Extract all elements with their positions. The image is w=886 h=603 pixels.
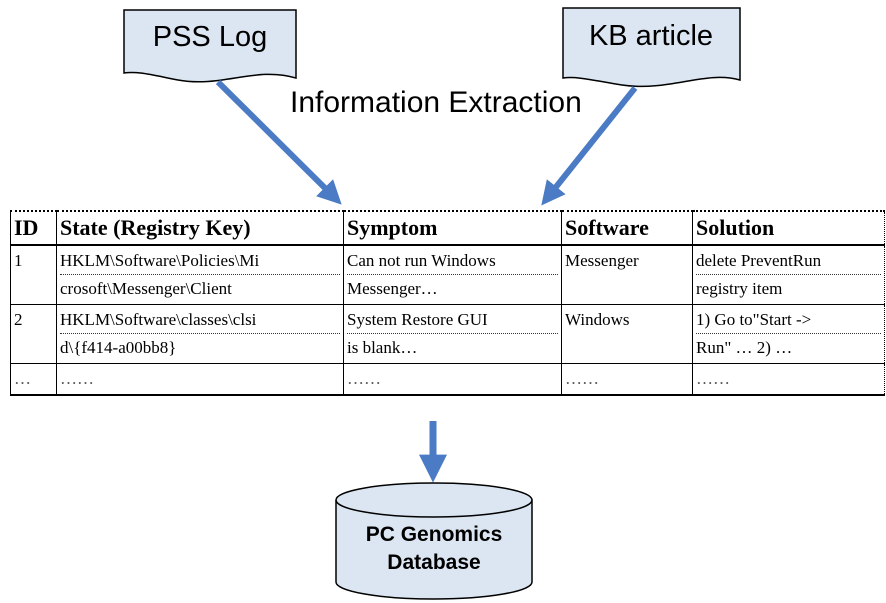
information-extraction-caption: Information Extraction — [290, 86, 582, 119]
cell-solution-line: registry item — [696, 279, 783, 298]
cell-symptom: …… — [343, 363, 562, 396]
pss-log-document: PSS Log — [123, 9, 297, 83]
cell-symptom: System Restore GUI is blank… — [343, 304, 562, 364]
header-solution: Solution — [692, 210, 885, 246]
header-state: State (Registry Key) — [56, 210, 344, 246]
cell-id: 2 — [10, 304, 57, 364]
table-row: 2 HKLM\Software\classes\clsi d\{f414-a00… — [10, 304, 885, 364]
cell-software: Messenger — [561, 244, 693, 305]
header-symptom: Symptom — [343, 210, 562, 246]
pss-log-arrow — [215, 79, 342, 205]
cell-symptom-line: is blank… — [347, 338, 418, 357]
kb-article-label: KB article — [589, 20, 713, 52]
cell-symptom: Can not run Windows Messenger… — [343, 244, 562, 305]
cell-state-line: crosoft\Messenger\Client — [60, 279, 232, 298]
cell-state: HKLM\Software\classes\clsi d\{f414-a00bb… — [56, 304, 344, 364]
header-id: ID — [10, 210, 57, 246]
cell-state-line: d\{f414-a00bb8} — [60, 338, 177, 357]
cell-symptom-line: System Restore GUI — [347, 306, 558, 334]
cell-solution-line: Run" … 2) … — [696, 338, 793, 357]
kb-article-arrow — [541, 86, 638, 206]
cell-state: …… — [56, 363, 344, 396]
table-header-row: ID State (Registry Key) Symptom Software… — [10, 210, 885, 246]
pc-genomics-database: PC Genomics Database — [335, 482, 533, 600]
cell-solution: …… — [692, 363, 885, 396]
kb-article-document: KB article — [562, 7, 741, 88]
pss-log-label: PSS Log — [153, 21, 267, 53]
database-label-line1: PC Genomics — [366, 523, 503, 546]
cell-software: …… — [561, 363, 693, 396]
cell-state: HKLM\Software\Policies\Mi crosoft\Messen… — [56, 244, 344, 305]
cell-symptom-line: Messenger… — [347, 279, 438, 298]
knowledge-table: ID State (Registry Key) Symptom Software… — [10, 210, 885, 396]
header-software: Software — [561, 210, 693, 246]
table-row: 1 HKLM\Software\Policies\Mi crosoft\Mess… — [10, 244, 885, 305]
cell-symptom-line: Can not run Windows — [347, 247, 558, 275]
cell-solution: 1) Go to"Start -> Run" … 2) … — [692, 304, 885, 364]
database-label-line2: Database — [387, 551, 480, 574]
cell-id: 1 — [10, 244, 57, 305]
cell-state-line: HKLM\Software\classes\clsi — [60, 306, 340, 334]
cell-solution: delete PreventRun registry item — [692, 244, 885, 305]
cell-solution-line: delete PreventRun — [696, 247, 881, 275]
cell-id: … — [10, 363, 57, 396]
cell-solution-line: 1) Go to"Start -> — [696, 306, 881, 334]
cell-software: Windows — [561, 304, 693, 364]
cell-state-line: HKLM\Software\Policies\Mi — [60, 247, 340, 275]
table-row: … …… …… …… …… — [10, 363, 885, 396]
